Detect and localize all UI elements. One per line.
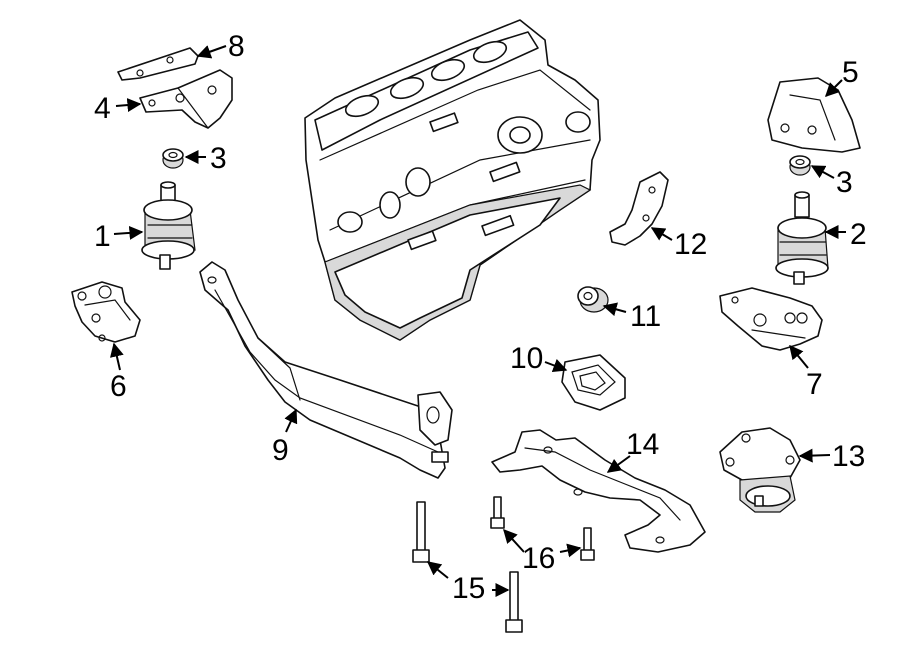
callout-11: 11	[630, 300, 661, 333]
leader-14	[606, 455, 631, 473]
crossmember-9	[199, 261, 453, 479]
leader-8	[196, 45, 227, 59]
callout-8: 8	[228, 30, 245, 63]
leader-7	[789, 344, 809, 369]
leader-6	[110, 342, 124, 371]
leader-15-short	[426, 561, 449, 579]
callout-5: 5	[842, 56, 859, 89]
engine-mount-2	[775, 191, 829, 285]
engine-block	[304, 19, 601, 341]
callout-10: 10	[510, 342, 543, 375]
leader-9	[284, 408, 298, 433]
callout-3-left: 3	[210, 142, 227, 175]
bracket-5	[767, 77, 861, 153]
callout-7: 7	[806, 368, 823, 401]
callout-6: 6	[110, 370, 127, 403]
leader-11	[602, 302, 627, 317]
leader-lines	[110, 45, 846, 597]
bolt-15-long	[505, 571, 523, 633]
leader-3-right	[810, 165, 835, 179]
callout-2: 2	[850, 218, 867, 251]
transmission-support-14	[491, 429, 706, 553]
callout-15: 15	[452, 572, 485, 605]
leader-13	[798, 448, 831, 463]
washer-3-left	[162, 148, 184, 169]
bracket-6	[71, 281, 141, 343]
bolt-16-left	[490, 496, 505, 529]
bracket-8	[117, 47, 199, 81]
leader-16-left	[503, 528, 525, 553]
leader-5	[825, 79, 843, 97]
bracket-12	[609, 171, 669, 246]
mount-pad-10	[561, 354, 626, 411]
bushing-11	[577, 286, 609, 313]
callout-1: 1	[94, 220, 111, 253]
bracket-7	[719, 287, 823, 351]
leader-10	[544, 358, 568, 373]
bolt-16-right	[580, 527, 595, 561]
callout-12: 12	[674, 228, 707, 261]
leader-4	[115, 98, 142, 113]
bolt-15-short	[412, 501, 430, 563]
leader-1	[113, 225, 144, 240]
callout-4: 4	[94, 92, 111, 125]
washer-3-right	[789, 155, 811, 176]
callout-14: 14	[626, 428, 659, 461]
callout-16: 16	[522, 542, 555, 575]
leader-16-right	[559, 543, 582, 558]
callout-9: 9	[272, 434, 289, 467]
leader-12	[650, 227, 673, 241]
callout-3-right: 3	[836, 166, 853, 199]
bracket-4	[139, 69, 233, 129]
transmission-mount-13	[719, 427, 801, 513]
callout-numbers: 8 4 3 1 6 9 5 3 2 12 11 7 10 13 14 15 16	[94, 30, 867, 605]
engine-mount-1	[141, 181, 196, 270]
callout-13: 13	[832, 440, 865, 473]
